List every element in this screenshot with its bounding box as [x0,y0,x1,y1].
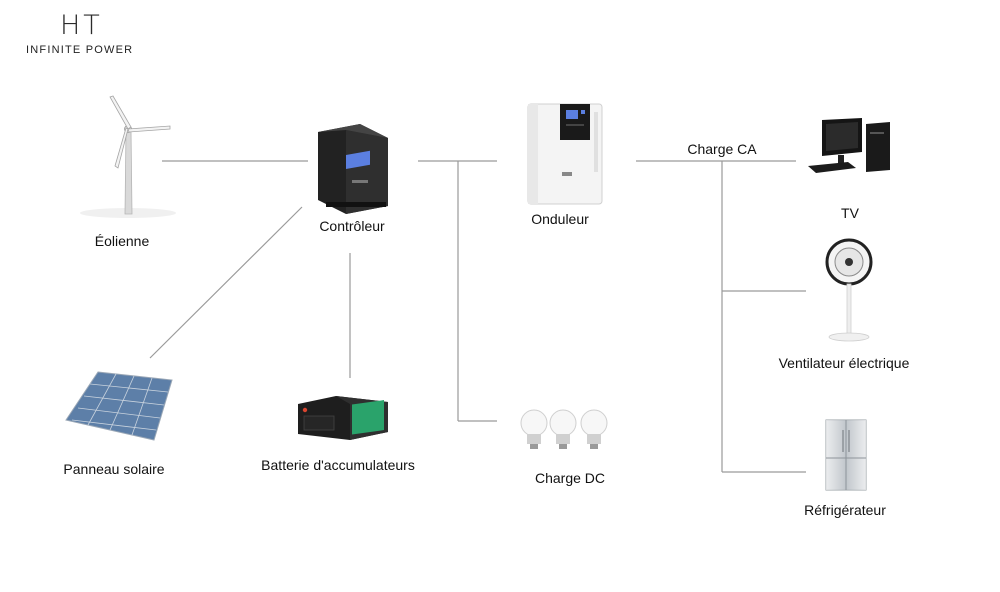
ac-load-label: Charge CA [687,141,757,157]
electric-fan-icon [825,238,873,342]
bulb-icon [520,409,548,449]
controller-label: Contrôleur [319,218,385,234]
refrigerator-icon [825,419,867,491]
fan-label: Ventilateur électrique [778,355,910,371]
battery-icon [298,396,388,440]
inverter-icon [527,103,603,205]
bulb-icon [549,409,577,449]
wind-turbine-icon [80,95,176,218]
logo-mark: HT [60,10,103,41]
dc-load-label: Charge DC [534,470,606,486]
tv-label: TV [841,205,859,221]
line-solar-controller [149,206,303,359]
dc-load-bulbs-icon [520,409,608,449]
bulb-icon [580,409,608,449]
fridge-label: Réfrigérateur [804,502,886,518]
connection-lines [149,160,806,473]
battery-label: Batterie d'accumulateurs [261,457,415,473]
logo-tagline: INFINITE POWER [26,44,134,56]
inverter-label: Onduleur [531,211,589,227]
computer-icon [808,118,890,173]
solar-panel-label: Panneau solaire [63,461,165,477]
wind-turbine-label: Éolienne [94,233,150,249]
solar-panel-icon [65,371,173,441]
charge-controller-icon [318,124,388,214]
